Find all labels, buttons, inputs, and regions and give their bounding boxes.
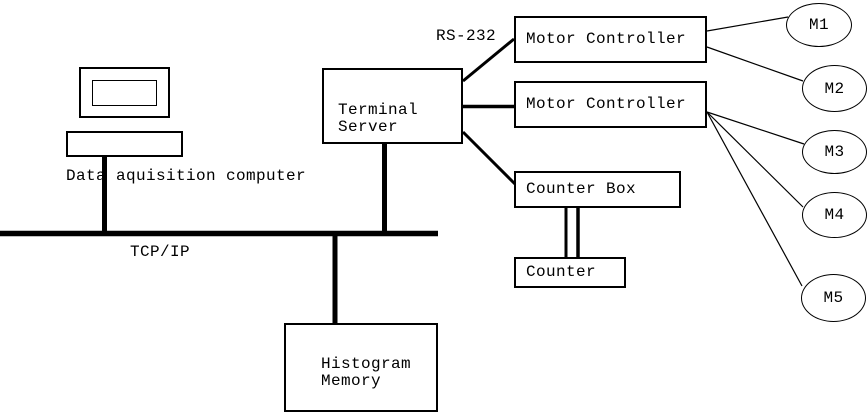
link-mc1-m2 [706,46,804,82]
bus-label: TCP/IP [130,243,191,261]
node-counter: Counter [514,257,626,288]
link-mc2-m3 [706,111,805,145]
node-motor-controller-2: Motor Controller [514,81,707,128]
node-histogram-memory: Histogram Memory [284,323,438,412]
link-mc2-m5 [706,111,803,287]
computer-keyboard-icon [66,131,183,157]
motor-controller-2-label: Motor Controller [526,95,687,113]
motor-m1-label: M1 [808,16,829,34]
motor-m3-label: M3 [824,143,845,161]
node-motor-controller-1: Motor Controller [514,16,707,63]
motor-m5-label: M5 [823,289,844,307]
link-mc1-m1 [706,16,789,32]
monitor-screen [92,80,157,106]
counter-label: Counter [526,263,597,281]
computer-caption: Data aquisition computer [66,167,307,185]
histogram-memory-label: Histogram Memory [321,355,412,390]
motor-m4-label: M4 [824,206,845,224]
serial-link-label: RS-232 [436,27,497,45]
link-mc2-m4 [706,111,804,208]
node-motor-m1: M1 [786,3,852,47]
node-motor-m2: M2 [802,65,867,112]
counter-box-label: Counter Box [526,180,637,198]
node-terminal-server: Terminal Server [322,68,463,144]
node-motor-m3: M3 [802,130,867,174]
motor-controller-1-label: Motor Controller [526,30,687,48]
link-terminal-server-counter-box [461,130,517,186]
motor-m2-label: M2 [824,79,845,98]
node-motor-m4: M4 [802,192,867,238]
link-terminal-server-motor-controller-1 [462,37,515,83]
terminal-server-label: Terminal Server [338,101,419,136]
node-motor-m5: M5 [801,274,866,322]
node-counter-box: Counter Box [514,171,681,208]
